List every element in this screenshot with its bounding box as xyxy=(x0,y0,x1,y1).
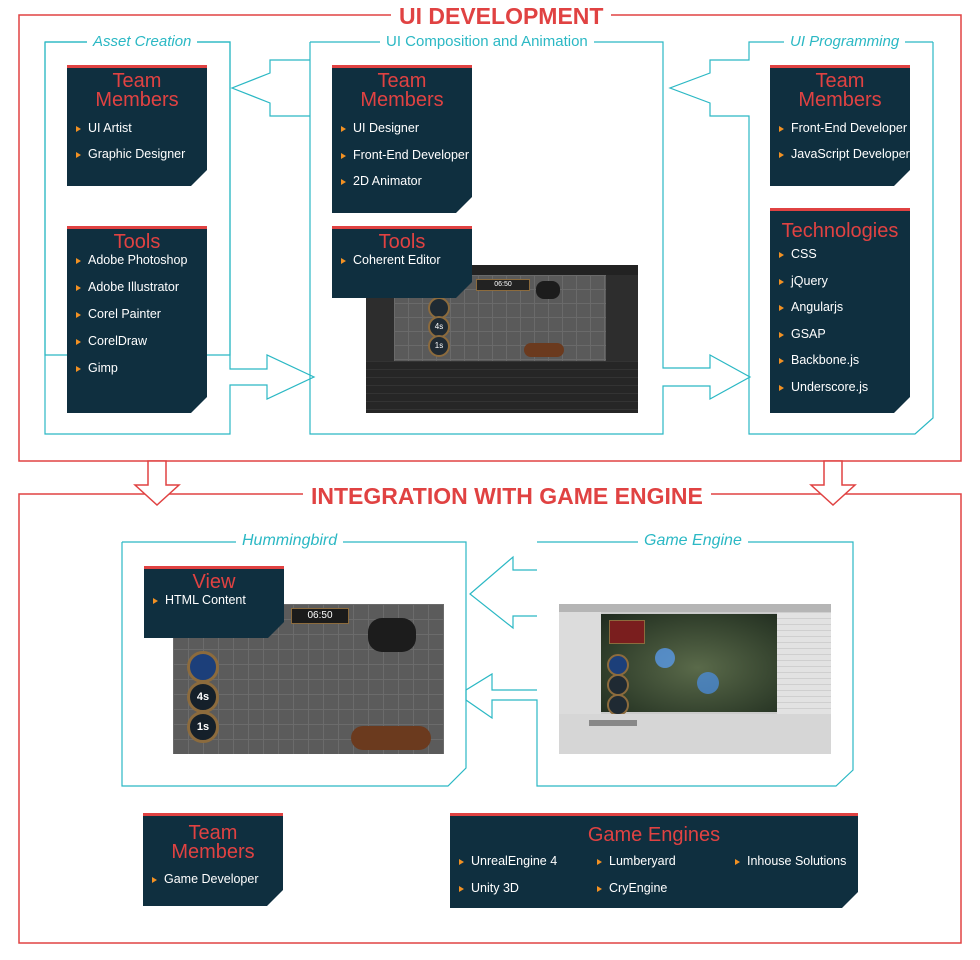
asset-creation-outline xyxy=(44,41,316,435)
programming-outline xyxy=(668,41,934,435)
list-item: HTML Content xyxy=(144,593,284,619)
composition-title: UI Composition and Animation xyxy=(380,33,594,50)
list-item: Coherent Editor xyxy=(332,253,472,279)
list-item: JavaScript Developer xyxy=(770,147,910,173)
asset-creation-title: Asset Creation xyxy=(87,33,198,50)
list-item: Underscore.js xyxy=(770,380,910,407)
list-item: 2D Animator xyxy=(332,174,472,201)
list-item: UI Designer xyxy=(332,121,472,148)
card-heading: Tools xyxy=(378,231,426,253)
list-item: Corel Painter xyxy=(67,307,207,334)
card-heading: View xyxy=(192,571,236,593)
left-arrow-asset xyxy=(230,59,310,117)
game-engine-screenshot xyxy=(559,604,831,754)
asset-tools-card: Tools Adobe Photoshop Adobe Illustrator … xyxy=(67,226,207,413)
list-item: jQuery xyxy=(770,274,910,301)
cooldown-icon: 1s xyxy=(187,711,219,743)
list-item: Backbone.js xyxy=(770,353,910,380)
list-item: Graphic Designer xyxy=(67,147,207,173)
list-item: Unity 3D xyxy=(450,881,590,908)
programming-title: UI Programming xyxy=(784,33,906,50)
card-heading: Game Engines xyxy=(587,824,721,846)
list-item: CorelDraw xyxy=(67,334,207,361)
list-item: GSAP xyxy=(770,327,910,354)
list-item: Front-End Developer xyxy=(770,121,910,147)
list-item: Inhouse Solutions xyxy=(726,854,858,881)
ability-icon xyxy=(187,651,219,683)
potion-icons xyxy=(351,726,431,750)
card-heading: Tools xyxy=(113,231,161,253)
down-arrow-right xyxy=(809,460,857,507)
hummingbird-outline xyxy=(121,541,467,787)
view-card: View HTML Content xyxy=(144,566,284,638)
ui-development-title: UI DEVELOPMENT xyxy=(391,3,612,30)
left-arrow-engine xyxy=(469,555,537,630)
hummingbird-title: Hummingbird xyxy=(236,532,344,550)
programming-tech-card: Technologies CSS jQuery Angularjs GSAP B… xyxy=(770,208,910,413)
list-item: Adobe Photoshop xyxy=(67,253,207,280)
cooldown-icon: 1s xyxy=(428,335,450,357)
game-engine-outline xyxy=(465,541,854,787)
potion-icons xyxy=(524,343,564,357)
game-engine-title: Game Engine xyxy=(638,532,748,550)
minimap-shape xyxy=(368,618,416,652)
list-item: Game Developer xyxy=(143,872,283,898)
list-item: Front-End Developer xyxy=(332,148,472,175)
list-item: CSS xyxy=(770,247,910,274)
list-item: Gimp xyxy=(67,361,207,388)
game-viewport xyxy=(601,614,777,716)
card-heading: Technologies xyxy=(781,220,899,242)
hud-timer: 06:50 xyxy=(476,279,530,291)
minimap-shape xyxy=(536,281,560,299)
list-item: UnrealEngine 4 xyxy=(450,854,590,881)
hud-timer: 06:50 xyxy=(291,608,349,624)
list-item: UI Artist xyxy=(67,121,207,147)
list-item: CryEngine xyxy=(588,881,728,908)
composition-outline xyxy=(309,41,752,435)
cooldown-icon: 4s xyxy=(187,681,219,713)
list-item: Lumberyard xyxy=(588,854,728,881)
list-item: Adobe Illustrator xyxy=(67,280,207,307)
down-arrow-left xyxy=(133,460,181,507)
integration-title: INTEGRATION WITH GAME ENGINE xyxy=(303,483,711,510)
game-engines-card: Game Engines UnrealEngine 4 Unity 3D Lum… xyxy=(450,813,858,908)
list-item: Angularjs xyxy=(770,300,910,327)
composition-tools-card: Tools Coherent Editor xyxy=(332,226,472,298)
